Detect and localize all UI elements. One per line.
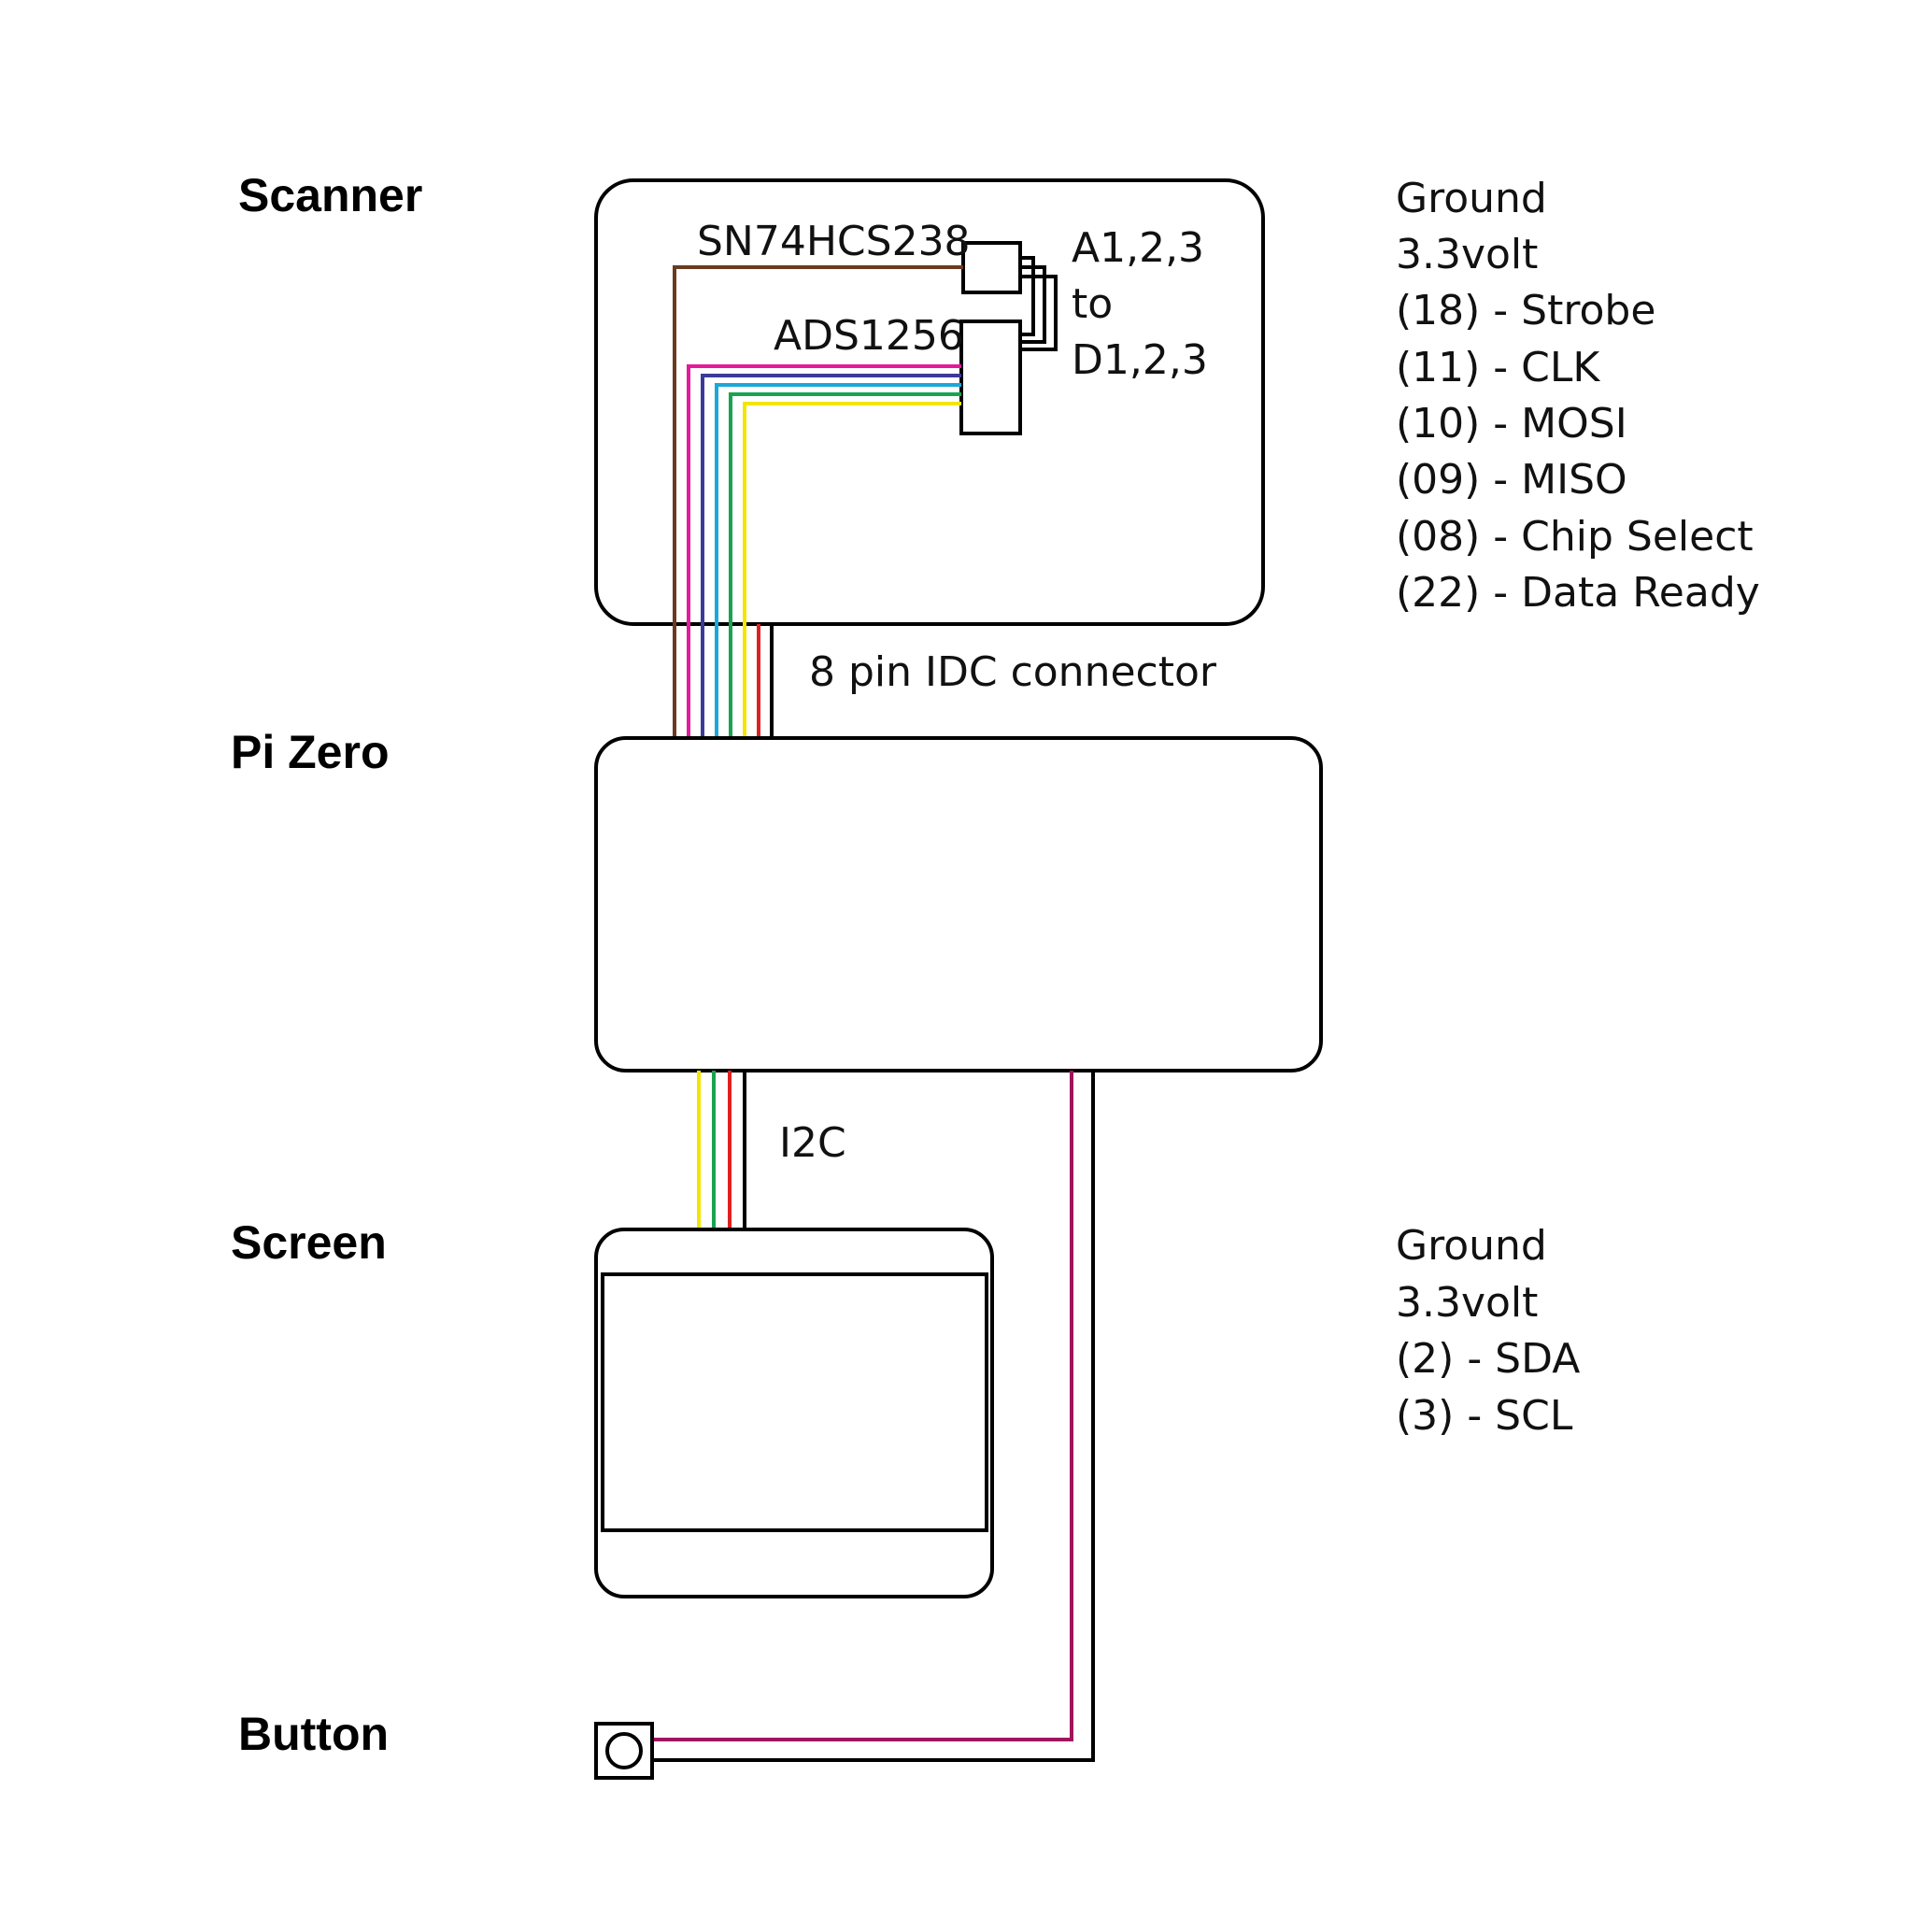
screen-pin-power: 3.3volt (1396, 1279, 1538, 1327)
button-heading: Button (238, 1708, 389, 1760)
pi-zero-heading: Pi Zero (231, 726, 389, 778)
mosi-wire (701, 374, 961, 738)
address-wire-3 (1020, 275, 1058, 351)
address-label-line2: to (1072, 280, 1113, 328)
scanner-pin-clk: (11) - CLK (1396, 344, 1600, 391)
screen-display-area (601, 1272, 988, 1532)
scanner-pin-ground: Ground (1396, 175, 1547, 222)
screen-module (594, 1228, 994, 1598)
idc-connector-label: 8 pin IDC connector (809, 648, 1217, 696)
scanner-pin-chip-select: (08) - Chip Select (1396, 513, 1754, 561)
scanner-board (594, 178, 1265, 626)
address-label-line1: A1,2,3 (1072, 224, 1204, 272)
chip-select-wire (729, 392, 961, 738)
data-ready-wire (743, 402, 961, 738)
push-button (594, 1722, 654, 1780)
scanner-pin-power: 3.3volt (1396, 231, 1538, 278)
scanner-pin-miso: (09) - MISO (1396, 456, 1627, 504)
screen-pin-scl: (3) - SCL (1396, 1392, 1573, 1440)
scanner-pin-list: Ground 3.3volt (18) - Strobe (11) - CLK … (1396, 175, 1760, 617)
address-wire-2 (1020, 265, 1046, 344)
push-button-cap (605, 1732, 643, 1769)
adc-chip (959, 320, 1022, 435)
screen-pin-sda: (2) - SDA (1396, 1335, 1580, 1383)
mux-chip (961, 241, 1022, 294)
clk-wire (687, 364, 961, 738)
address-wire-1 (1020, 256, 1035, 336)
button-ground-wire (652, 1071, 1095, 1762)
miso-wire (715, 383, 961, 738)
adc-chip-label: ADS1256 (774, 312, 964, 360)
button-signal-wire (652, 1071, 1073, 1741)
scanner-pin-strobe: (18) - Strobe (1396, 287, 1655, 334)
screen-heading: Screen (231, 1216, 387, 1269)
i2c-label: I2C (779, 1119, 846, 1167)
screen-pin-list: Ground 3.3volt (2) - SDA (3) - SCL (1396, 1222, 1580, 1440)
pi-zero-board (594, 736, 1323, 1073)
address-label-line3: D1,2,3 (1072, 336, 1208, 384)
mux-chip-label: SN74HCS238 (697, 218, 971, 265)
scanner-heading: Scanner (238, 169, 422, 221)
screen-pin-ground: Ground (1396, 1222, 1547, 1270)
strobe-wire (673, 265, 963, 738)
scanner-pin-mosi: (10) - MOSI (1396, 400, 1627, 447)
scanner-pin-data-ready: (22) - Data Ready (1396, 569, 1760, 617)
